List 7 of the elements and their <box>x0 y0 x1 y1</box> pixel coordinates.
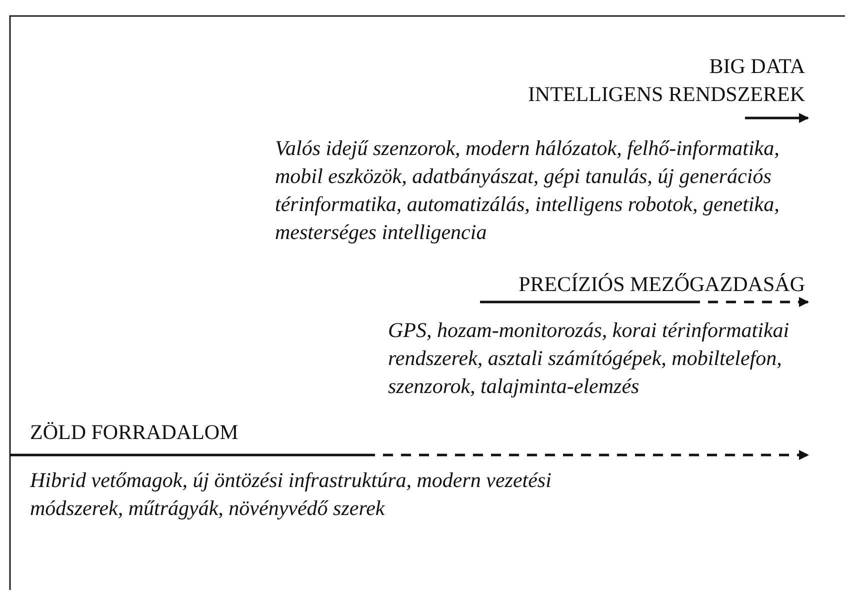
era-heading: ZÖLD FORRADALOM <box>30 419 238 446</box>
technology-list: Valós idejű szenzorok, modern hálózatok, felhő-informatika, mobil eszközök, adatbányászat, gépi tanulás, új generációs térinformatika, automatizálás, intelligens robotok, genetika, mesterséges intelligencia <box>275 134 825 246</box>
technology-list: Hibrid vetőmagok, új öntözési infrastruktúra, modern vezetési módszerek, műtrágyák, növényvédő szerek <box>30 466 590 522</box>
technology-list: GPS, hozam-monitorozás, korai térinformatikai rendszerek, asztali számítógépek, mobiltelefon, szenzorok, talajminta-elemzés <box>388 316 808 400</box>
era-heading: INTELLIGENS RENDSZEREK <box>528 81 805 108</box>
era-heading: BIG DATA <box>709 53 805 80</box>
era-heading: PRECÍZIÓS MEZŐGAZDASÁG <box>518 271 805 298</box>
